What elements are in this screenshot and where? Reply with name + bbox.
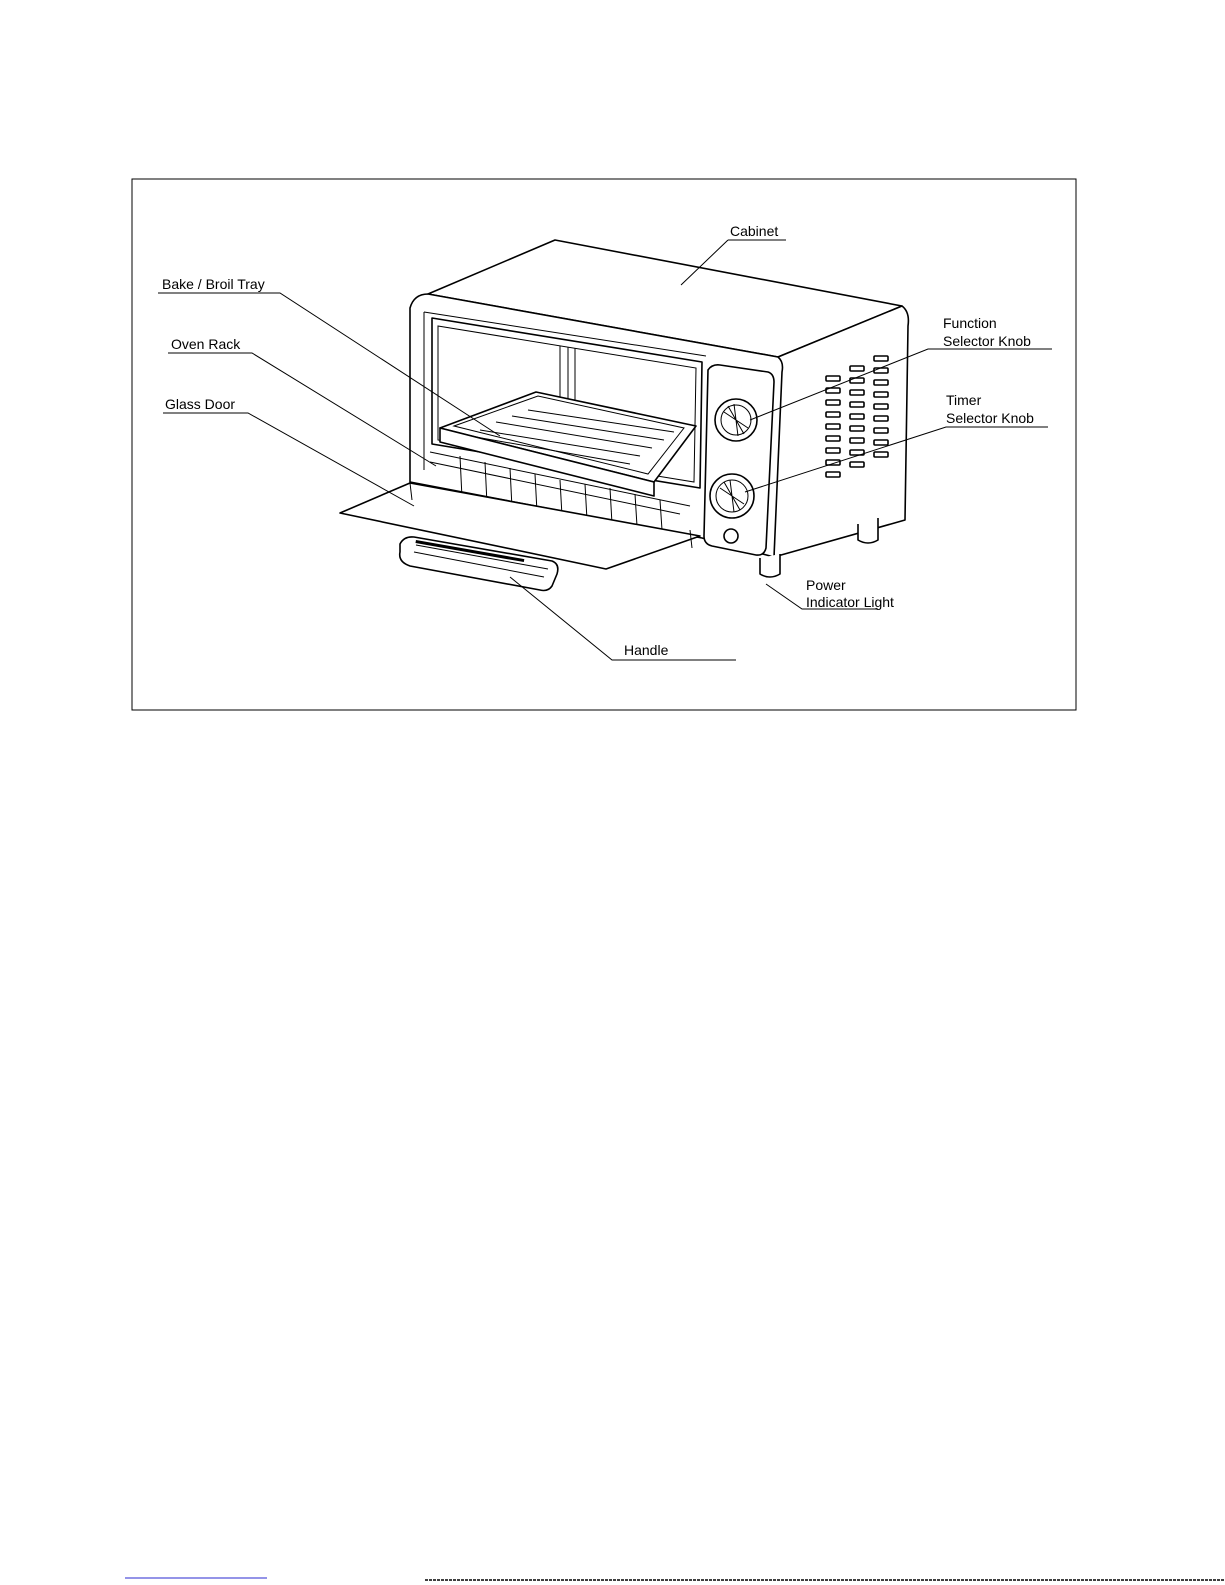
oven-illustration (340, 240, 908, 591)
timer-selector-knob (710, 474, 754, 518)
control-panel (704, 365, 774, 555)
label-handle: Handle (624, 642, 669, 658)
label-bake-broil-tray: Bake / Broil Tray (162, 276, 265, 292)
label-oven-rack: Oven Rack (171, 336, 241, 352)
label-function-selector-knob-line2: Selector Knob (943, 333, 1031, 349)
label-timer-selector-knob-line1: Timer (946, 392, 982, 408)
label-power-indicator-light-line2: Indicator Light (806, 594, 894, 610)
power-indicator-light (724, 529, 738, 543)
label-timer-selector-knob-line2: Selector Knob (946, 410, 1034, 426)
label-power-indicator-light-line1: Power (806, 577, 846, 593)
label-glass-door: Glass Door (165, 396, 235, 412)
page-footer-lines (125, 1578, 1225, 1580)
label-function-selector-knob-line1: Function (943, 315, 997, 331)
oven-foot-front (760, 554, 780, 577)
label-cabinet: Cabinet (730, 223, 778, 239)
